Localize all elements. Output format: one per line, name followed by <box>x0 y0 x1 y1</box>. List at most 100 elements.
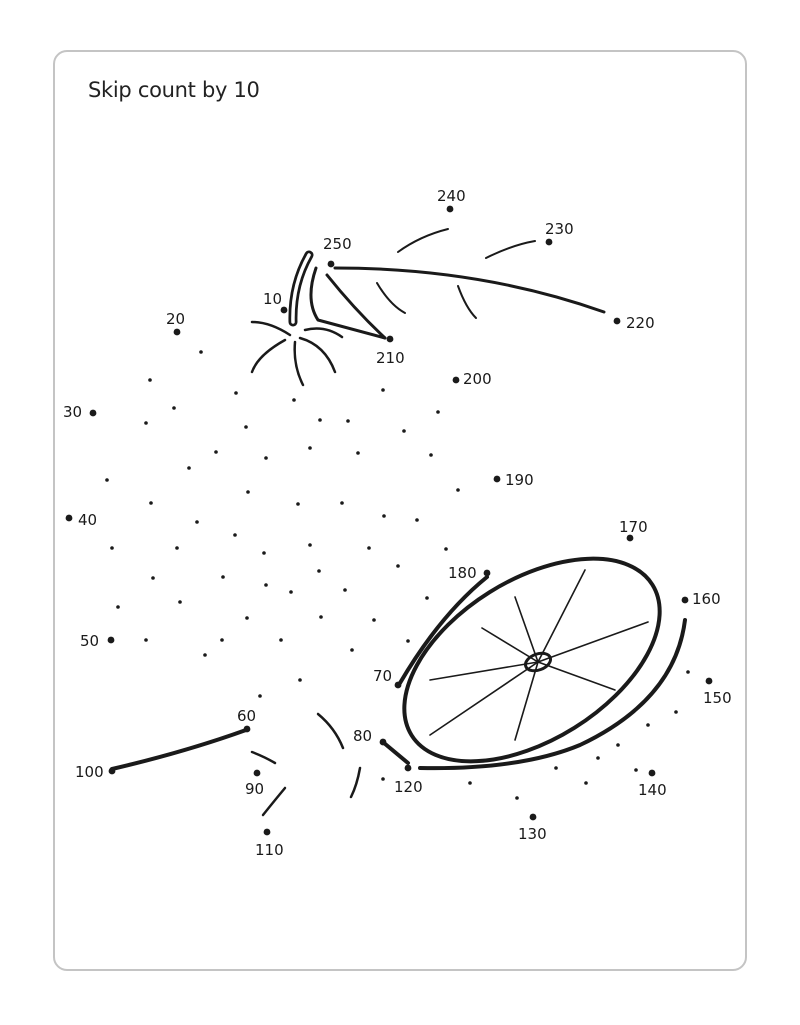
dot-marker <box>65 514 73 522</box>
numbered-dot: 10 <box>263 290 288 314</box>
numbered-dot: 40 <box>65 511 97 529</box>
dot-marker <box>613 317 621 325</box>
worksheet-frame <box>53 50 747 971</box>
numbered-dot: 190 <box>493 471 534 489</box>
dot-marker <box>394 681 402 689</box>
leaf-top-edge <box>333 266 606 314</box>
cut-rim <box>402 556 662 764</box>
lower-outline <box>110 728 248 771</box>
dot-marker <box>253 769 261 777</box>
guide-dots <box>105 350 690 800</box>
dot-number-label: 220 <box>626 314 655 332</box>
dot-number-label: 80 <box>353 727 372 745</box>
dot-marker <box>280 306 288 314</box>
dot-marker <box>648 769 656 777</box>
dot-marker <box>705 677 713 685</box>
dot-marker <box>452 376 460 384</box>
dot-marker <box>529 813 537 821</box>
dot-number-label: 140 <box>638 781 667 799</box>
numbered-dot: 230 <box>545 220 574 246</box>
lower-stroke <box>261 786 287 817</box>
dot-marker <box>379 738 387 746</box>
numbered-dot: 130 <box>518 813 547 843</box>
dot-marker <box>626 534 634 542</box>
dot-marker <box>404 764 412 772</box>
dot-number-label: 250 <box>323 235 352 253</box>
sepal <box>250 320 292 337</box>
numbered-dot: 90 <box>245 769 264 798</box>
numbered-dot: 80 <box>353 727 387 746</box>
segment-lines <box>429 569 649 741</box>
sepal <box>298 336 337 374</box>
dot-number-label: 110 <box>255 841 284 859</box>
dot-marker <box>263 828 271 836</box>
dot-number-label: 180 <box>448 564 477 582</box>
lower-stroke <box>316 712 345 750</box>
cut-edge-bottom <box>382 741 410 765</box>
numbered-dot: 210 <box>376 335 405 367</box>
numbered-dot: 60 <box>237 707 256 733</box>
sepal <box>293 340 305 387</box>
dot-marker <box>327 260 335 268</box>
dot-number-label: 10 <box>263 290 282 308</box>
dot-marker <box>89 409 97 417</box>
leaf-vein <box>485 240 536 259</box>
numbered-dot: 180 <box>448 564 491 582</box>
numbered-dots: 10 20 30 40 50 60 70 80 90 100 110 120 130 140 150 160 1… <box>63 187 732 859</box>
dot-number-label: 100 <box>75 763 104 781</box>
dot-number-label: 60 <box>237 707 256 725</box>
numbered-dot: 70 <box>373 667 402 689</box>
sepal <box>250 338 287 374</box>
numbered-dot: 240 <box>437 187 466 213</box>
dot-marker <box>243 725 251 733</box>
numbered-dot: 50 <box>80 632 115 650</box>
pre-drawn-lines <box>110 228 687 817</box>
stem-inner <box>291 253 311 324</box>
dot-marker <box>681 596 689 604</box>
dot-number-label: 150 <box>703 689 732 707</box>
numbered-dot: 250 <box>323 235 352 268</box>
numbered-dot: 20 <box>166 310 185 336</box>
dot-number-label: 170 <box>619 518 648 536</box>
numbered-dot: 220 <box>613 314 655 332</box>
dot-marker <box>545 238 553 246</box>
dot-number-label: 210 <box>376 349 405 367</box>
dot-number-label: 20 <box>166 310 185 328</box>
cut-edge-left <box>398 575 489 685</box>
dot-marker <box>173 328 181 336</box>
numbered-dot: 170 <box>619 518 648 542</box>
dot-number-label: 230 <box>545 220 574 238</box>
numbered-dot: 160 <box>681 590 721 608</box>
dot-marker <box>107 636 115 644</box>
dot-number-label: 190 <box>505 471 534 489</box>
numbered-dot: 120 <box>394 764 423 796</box>
instruction-text: Skip count by 10 <box>88 78 260 102</box>
numbered-dot: 100 <box>75 763 116 781</box>
dot-number-label: 200 <box>463 370 492 388</box>
dot-number-label: 120 <box>394 778 423 796</box>
numbered-dot: 200 <box>452 370 492 388</box>
dot-marker <box>483 569 491 577</box>
dot-number-label: 30 <box>63 403 82 421</box>
dot-number-label: 90 <box>245 780 264 798</box>
lower-stroke <box>250 750 277 765</box>
numbered-dot: 30 <box>63 403 97 421</box>
dot-number-label: 160 <box>692 590 721 608</box>
dot-number-label: 240 <box>437 187 466 205</box>
dot-number-label: 40 <box>78 511 97 529</box>
lower-stroke <box>349 766 362 799</box>
sepal <box>303 327 344 339</box>
dot-number-label: 70 <box>373 667 392 685</box>
dot-marker <box>386 335 394 343</box>
leaf-midrib <box>325 273 387 340</box>
numbered-dot: 140 <box>638 769 667 799</box>
numbered-dot: 150 <box>703 677 732 707</box>
dot-number-label: 130 <box>518 825 547 843</box>
leaf-vein <box>397 228 449 253</box>
dot-marker <box>446 205 454 213</box>
dot-marker <box>108 767 116 775</box>
cut-rim-outer <box>418 618 687 771</box>
leaf-vein <box>457 285 477 319</box>
dot-number-label: 50 <box>80 632 99 650</box>
